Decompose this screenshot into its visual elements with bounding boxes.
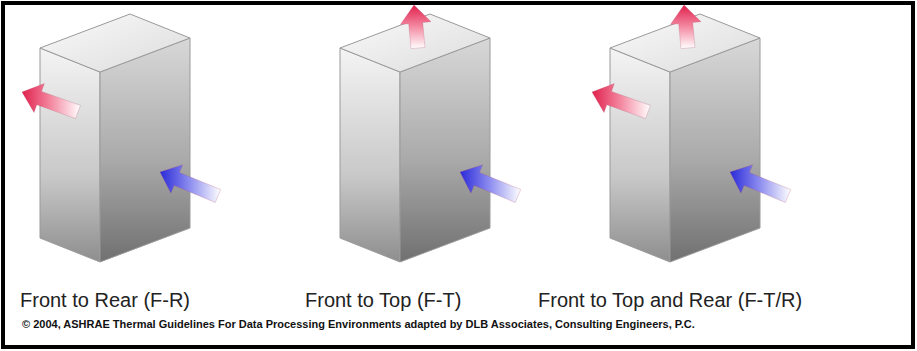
frame — [3, 3, 913, 347]
airflow-arrow — [160, 165, 221, 203]
airflow-label: Front to Top and Rear (F-T/R) — [538, 288, 802, 312]
cabinet-face — [40, 48, 100, 262]
cabinet — [40, 14, 190, 262]
cabinet-face — [100, 38, 190, 262]
airflow-arrow — [730, 165, 791, 203]
copyright-caption: © 2004, ASHRAE Thermal Guidelines For Da… — [22, 318, 695, 331]
cabinet — [610, 14, 760, 262]
airflow-arrow — [400, 5, 431, 49]
cabinet-face — [340, 48, 400, 262]
airflow-label: Front to Top (F-T) — [305, 288, 461, 312]
cabinet-face — [40, 14, 190, 72]
cabinet-face — [670, 38, 760, 262]
cabinet-face — [610, 48, 670, 262]
cabinet-face — [400, 38, 490, 262]
airflow-arrow — [460, 165, 521, 203]
airflow-label: Front to Rear (F-R) — [20, 288, 190, 312]
airflow-arrow — [22, 84, 80, 119]
airflow-arrow — [670, 5, 701, 49]
cabinet — [340, 14, 490, 262]
airflow-arrow — [592, 84, 650, 119]
